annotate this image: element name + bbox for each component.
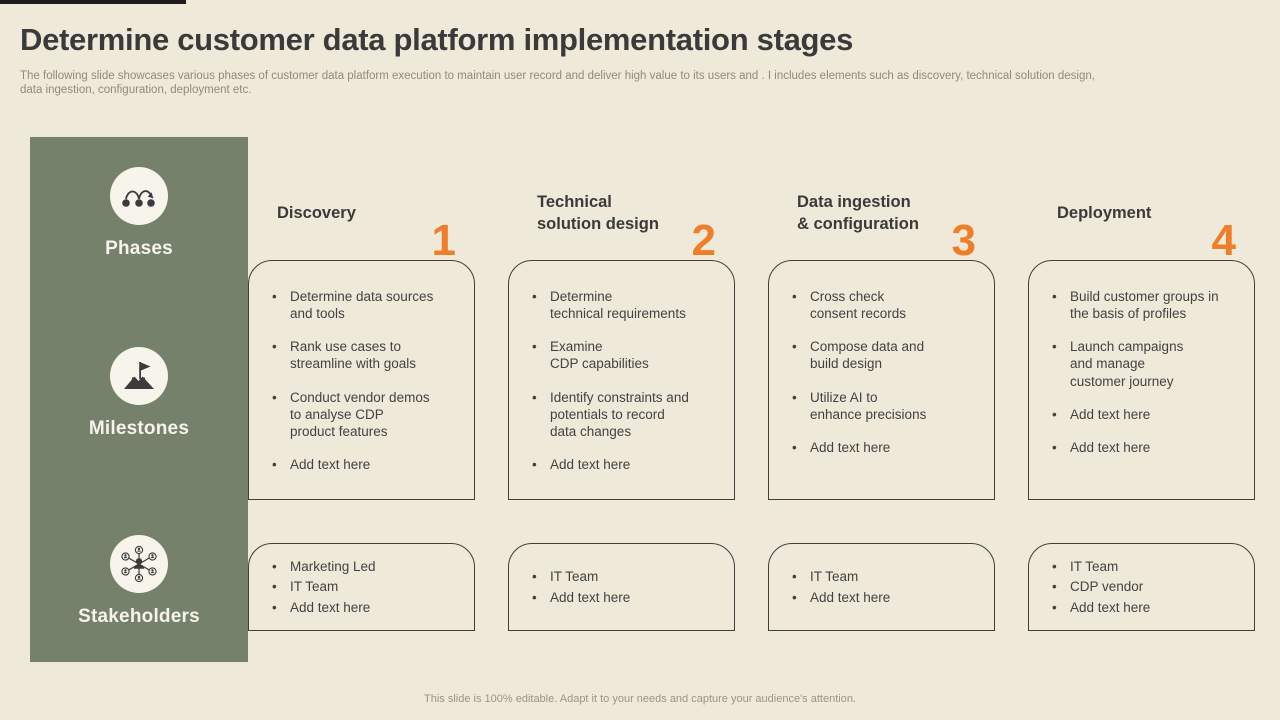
column-deployment: Deployment 4 •Build customer groups in t… (1028, 0, 1255, 720)
bullet-icon: • (1052, 339, 1057, 355)
bullet-icon: • (1052, 406, 1057, 422)
bullet-icon: • (1052, 599, 1057, 615)
screen-edge-artifact (0, 0, 186, 4)
milestone-item: •Add text here (1049, 406, 1246, 423)
column-number: 2 (691, 216, 716, 265)
bullet-icon: • (1052, 439, 1057, 455)
stakeholder-item: •Marketing Led (269, 558, 466, 575)
stakeholders-box: •Marketing Led •IT Team •Add text here (248, 543, 475, 631)
milestone-item: •Determine data sources and tools (269, 288, 466, 322)
milestone-item: •Launch campaigns and manage customer jo… (1049, 338, 1246, 389)
milestone-flag-icon (110, 347, 168, 405)
stakeholders-box: •IT Team •CDP vendor •Add text here (1028, 543, 1255, 631)
stakeholder-item: •Add text here (269, 599, 466, 616)
milestone-item: •Add text here (269, 456, 466, 473)
milestone-item: •Determine technical requirements (529, 288, 726, 322)
milestones-box: •Determine data sources and tools •Rank … (248, 260, 475, 500)
column-discovery: Discovery 1 •Determine data sources and … (248, 0, 475, 720)
milestone-item: •Conduct vendor demos to analyse CDP pro… (269, 389, 466, 440)
milestone-item: •Add text here (1049, 439, 1246, 456)
bullet-icon: • (272, 339, 277, 355)
milestone-item: •Build customer groups in the basis of p… (1049, 288, 1246, 322)
stakeholder-item: •Add text here (789, 589, 986, 606)
milestone-item: •Cross check consent records (789, 288, 986, 322)
bullet-icon: • (792, 389, 797, 405)
milestone-item: •Rank use cases to streamline with goals (269, 338, 466, 372)
bullet-icon: • (532, 589, 537, 605)
stakeholder-item: •CDP vendor (1049, 578, 1246, 595)
milestones-box: •Determine technical requirements •Exami… (508, 260, 735, 500)
bullet-icon: • (532, 569, 537, 585)
sidebar-row-stakeholders: Stakeholders (30, 535, 248, 628)
bullet-icon: • (532, 389, 537, 405)
milestone-item: •Utilize AI to enhance precisions (789, 389, 986, 423)
bullet-icon: • (532, 456, 537, 472)
bullet-icon: • (792, 589, 797, 605)
bullet-icon: • (272, 456, 277, 472)
column-number: 3 (951, 216, 976, 265)
column-title: Data ingestion & configuration (797, 192, 919, 233)
footer-note: This slide is 100% editable. Adapt it to… (424, 693, 856, 705)
stakeholders-box: •IT Team •Add text here (768, 543, 995, 631)
bullet-icon: • (792, 439, 797, 455)
bullet-icon: • (532, 339, 537, 355)
sidebar-label-milestones: Milestones (88, 418, 190, 439)
stakeholders-network-icon (110, 535, 168, 593)
bullet-icon: • (272, 289, 277, 304)
bullet-icon: • (792, 289, 797, 304)
sidebar-row-milestones: Milestones (30, 347, 248, 440)
page-subtitle: The following slide showcases various ph… (20, 70, 1095, 97)
page-title: Determine customer data platform impleme… (20, 22, 854, 57)
bullet-icon: • (1052, 559, 1057, 575)
sidebar: Phases Milestones (30, 137, 248, 662)
sidebar-label-phases: Phases (105, 238, 173, 259)
column-title: Discovery (277, 203, 356, 222)
milestone-item: •Compose data and build design (789, 338, 986, 372)
stakeholder-item: •IT Team (269, 578, 466, 595)
milestones-box: •Build customer groups in the basis of p… (1028, 260, 1255, 500)
milestone-item: •Examine CDP capabilities (529, 338, 726, 372)
milestones-box: •Cross check consent records •Compose da… (768, 260, 995, 500)
milestone-item: •Add text here (529, 456, 726, 473)
stakeholder-item: •Add text here (1049, 599, 1246, 616)
bullet-icon: • (792, 569, 797, 585)
stakeholders-box: •IT Team •Add text here (508, 543, 735, 631)
bullet-icon: • (532, 289, 537, 304)
stakeholder-item: •Add text here (529, 589, 726, 606)
bullet-icon: • (272, 579, 277, 595)
process-phases-icon (110, 167, 168, 225)
bullet-icon: • (1052, 289, 1057, 304)
column-data-ingestion-configuration: Data ingestion & configuration 3 •Cross … (768, 0, 995, 720)
column-title: Technical solution design (537, 192, 659, 233)
column-technical-solution-design: Technical solution design 2 •Determine t… (508, 0, 735, 720)
bullet-icon: • (1052, 579, 1057, 595)
bullet-icon: • (792, 339, 797, 355)
column-title: Deployment (1057, 203, 1152, 222)
bullet-icon: • (272, 389, 277, 405)
milestone-item: •Identify constraints and potentials to … (529, 389, 726, 440)
stakeholder-item: •IT Team (1049, 558, 1246, 575)
stakeholder-item: •IT Team (529, 568, 726, 585)
bullet-icon: • (272, 559, 277, 575)
stakeholder-item: •IT Team (789, 568, 986, 585)
bullet-icon: • (272, 599, 277, 615)
sidebar-row-phases: Phases (30, 167, 248, 260)
column-number: 4 (1211, 216, 1236, 265)
milestone-item: •Add text here (789, 439, 986, 456)
column-number: 1 (431, 216, 456, 265)
sidebar-label-stakeholders: Stakeholders (78, 606, 200, 627)
